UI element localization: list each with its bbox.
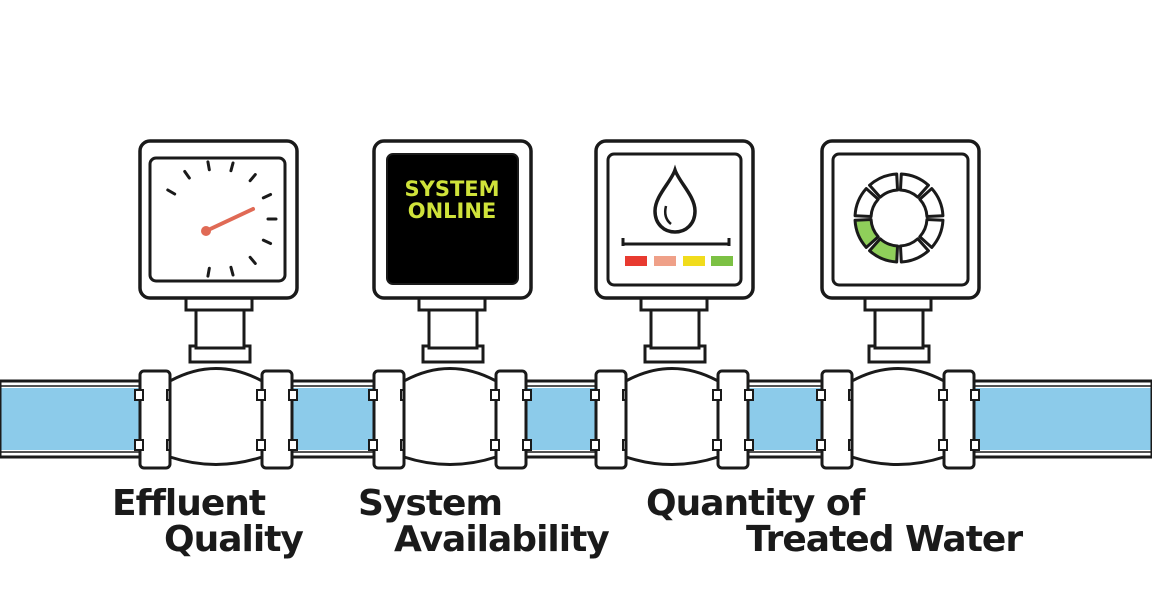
ring-segment [898, 172, 930, 199]
flange-right [256, 369, 298, 470]
body [402, 367, 498, 466]
flange-right [938, 369, 980, 470]
flange-right [490, 369, 532, 470]
ring-segment [868, 237, 900, 264]
gauge-tick [166, 188, 177, 196]
progress-ring-icon [853, 172, 945, 264]
pipe-outline [0, 379, 1152, 459]
meter-progress [816, 139, 981, 470]
stem [873, 304, 925, 350]
ring-screen [831, 152, 970, 287]
gauge-tick [206, 266, 211, 278]
level-seg-yellow [683, 256, 705, 266]
label-effluent-line1: Effluent [112, 483, 266, 524]
ring-segment [868, 172, 900, 199]
meter-effluent-quality [134, 139, 299, 470]
gauge-tick [229, 265, 235, 277]
stem [427, 304, 479, 350]
label-quantity-line2: Treated Water [746, 519, 1023, 560]
gauge-tick [248, 173, 257, 183]
body [850, 367, 946, 466]
gauge-pivot [201, 226, 211, 236]
pressure-gauge-icon [166, 160, 278, 278]
gauge-needle [204, 207, 255, 233]
ring-segment [918, 217, 945, 249]
ring-segment [853, 217, 880, 249]
gauge-tick [183, 169, 191, 180]
drop-shine [663, 205, 672, 225]
level-seg-green [711, 256, 733, 266]
gauge-tick [206, 160, 211, 172]
ring-segment [898, 237, 930, 264]
system-status-screen [386, 153, 519, 285]
label-availability-line2: Availability [394, 519, 610, 560]
meter-treated-water-quantity [590, 139, 755, 470]
ring-segment [853, 187, 880, 219]
meter-system-availability: SYSTEM ONLINE [368, 139, 533, 470]
level-seg-salmon [654, 256, 676, 266]
gauge-tick [261, 192, 273, 200]
label-availability-line1: System [358, 483, 503, 524]
ring-segment [918, 187, 945, 219]
body [168, 367, 264, 466]
gauge-tick [229, 161, 235, 173]
level-seg-red [625, 256, 647, 266]
flange-right [712, 369, 754, 470]
stem [194, 304, 246, 350]
label-effluent-line2: Quality [164, 519, 304, 560]
gauge-face [148, 156, 287, 283]
stem [649, 304, 701, 350]
gauge-tick [248, 255, 257, 265]
label-quantity-line1: Quantity of [646, 483, 865, 524]
screen-text-online: ONLINE [408, 199, 497, 223]
screen-text-system: SYSTEM [404, 177, 499, 201]
gauge-tick [261, 238, 273, 246]
body [624, 367, 720, 466]
